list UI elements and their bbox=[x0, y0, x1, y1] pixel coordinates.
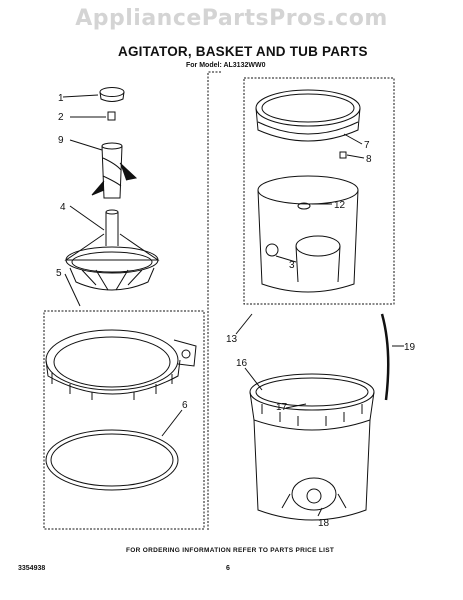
screw-part bbox=[339, 151, 365, 159]
callout-13: 13 bbox=[226, 334, 238, 345]
callout-17: 17 bbox=[276, 402, 288, 413]
callout-9: 9 bbox=[58, 135, 64, 146]
page-title: AGITATOR, BASKET AND TUB PARTS bbox=[118, 44, 368, 59]
ordering-info-note: FOR ORDERING INFORMATION REFER TO PARTS … bbox=[126, 547, 335, 554]
tub-ring-leader bbox=[64, 273, 81, 307]
balance-ring-part bbox=[255, 89, 363, 145]
agitator-cap-part bbox=[62, 87, 125, 102]
callout-19: 19 bbox=[404, 342, 416, 353]
callout-7: 7 bbox=[364, 140, 370, 151]
watermark-text: AppliancePartsPros.com bbox=[75, 6, 388, 31]
callout-4: 4 bbox=[60, 202, 66, 213]
page-number: 6 bbox=[226, 565, 230, 572]
tub-ring-part bbox=[45, 329, 197, 400]
callout-6: 6 bbox=[182, 400, 188, 411]
hose-part bbox=[380, 313, 404, 401]
group-box-basket-parts bbox=[207, 71, 395, 530]
callout-labels: 1 2 9 4 5 6 7 8 12 3 13 16 19 17 18 bbox=[56, 93, 416, 529]
fastener-part bbox=[70, 111, 116, 121]
callout-12: 12 bbox=[334, 200, 346, 211]
group-box-agitator-parts bbox=[43, 310, 205, 530]
tub-center-leader bbox=[285, 403, 307, 409]
basket-group-leader bbox=[235, 313, 253, 335]
callout-1: 1 bbox=[58, 93, 64, 104]
model-subtitle: For Model: AL3132WW0 bbox=[186, 62, 266, 69]
callout-5: 5 bbox=[56, 268, 62, 279]
gasket-ring-part bbox=[45, 409, 183, 491]
callout-3: 3 bbox=[289, 260, 295, 271]
outer-tub-part bbox=[244, 367, 375, 521]
callout-8: 8 bbox=[366, 154, 372, 165]
tub-drain-leader bbox=[317, 507, 323, 517]
agitator-base-part bbox=[64, 205, 160, 291]
wash-basket-part bbox=[257, 175, 359, 293]
agitator-auger-part bbox=[69, 139, 138, 199]
callout-2: 2 bbox=[58, 112, 64, 123]
callout-18: 18 bbox=[318, 518, 330, 529]
document-number: 3354938 bbox=[18, 565, 46, 572]
callout-16: 16 bbox=[236, 358, 248, 369]
